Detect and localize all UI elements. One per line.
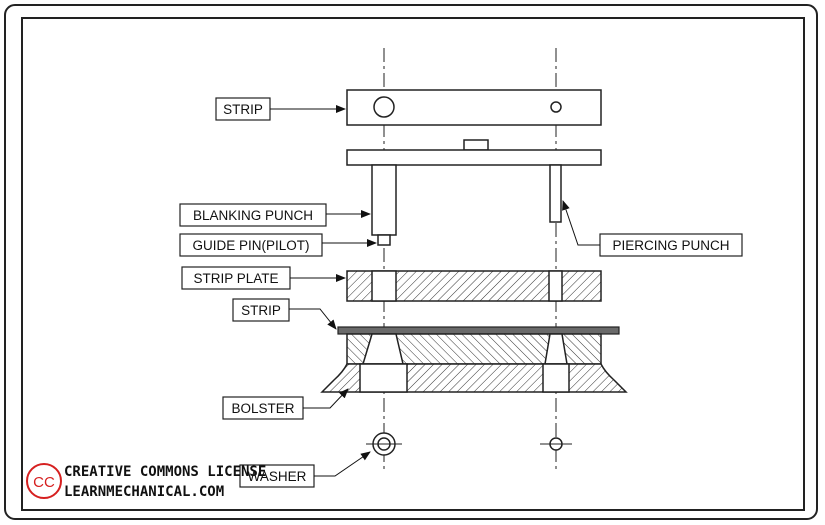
piercing-punch (549, 164, 562, 223)
label-blanking-punch-text: BLANKING PUNCH (193, 208, 313, 223)
blanking-punch (371, 164, 397, 246)
label-strip-top: STRIP (215, 97, 346, 121)
label-strip-plate-text: STRIP PLATE (193, 271, 278, 286)
label-piercing-punch: PIERCING PUNCH (562, 200, 743, 257)
pierce-hole (550, 101, 562, 113)
label-guide-pin: GUIDE PIN(PILOT) (179, 233, 377, 257)
punch-holder (346, 139, 602, 166)
credit-line-2: LEARNMECHANICAL.COM (64, 484, 224, 500)
credit-line-1: CREATIVE COMMONS LICENSE (64, 464, 266, 480)
strip-plate (346, 270, 602, 302)
label-strip-plate: STRIP PLATE (181, 266, 346, 290)
guide-pin-pilot (377, 234, 391, 246)
outer-border (4, 4, 818, 520)
label-blanking-punch: BLANKING PUNCH (179, 203, 371, 227)
inner-border (21, 17, 805, 511)
label-bolster: BOLSTER (222, 388, 349, 420)
label-piercing-punch-text: PIERCING PUNCH (612, 238, 729, 253)
label-guide-pin-text: GUIDE PIN(PILOT) (192, 238, 309, 253)
label-washer-text: WASHER (248, 469, 307, 484)
label-washer: WASHER (239, 451, 371, 488)
bolster-plate (320, 363, 628, 393)
pierced-slug-symbol (540, 437, 572, 451)
label-strip-lower: STRIP (232, 298, 337, 330)
top-strip (346, 89, 602, 126)
label-strip-lower-text: STRIP (241, 303, 281, 318)
cc-badge-text: CC (33, 474, 55, 491)
washer-symbol (366, 432, 402, 456)
die-block (346, 333, 602, 365)
blank-hole (373, 96, 395, 118)
lower-strip (337, 326, 620, 335)
cc-badge-icon (26, 463, 62, 499)
label-bolster-text: BOLSTER (231, 401, 294, 416)
label-strip-top-text: STRIP (223, 102, 263, 117)
credit-block: CC CREATIVE COMMONS LICENSE LEARNMECHANI… (26, 463, 266, 500)
